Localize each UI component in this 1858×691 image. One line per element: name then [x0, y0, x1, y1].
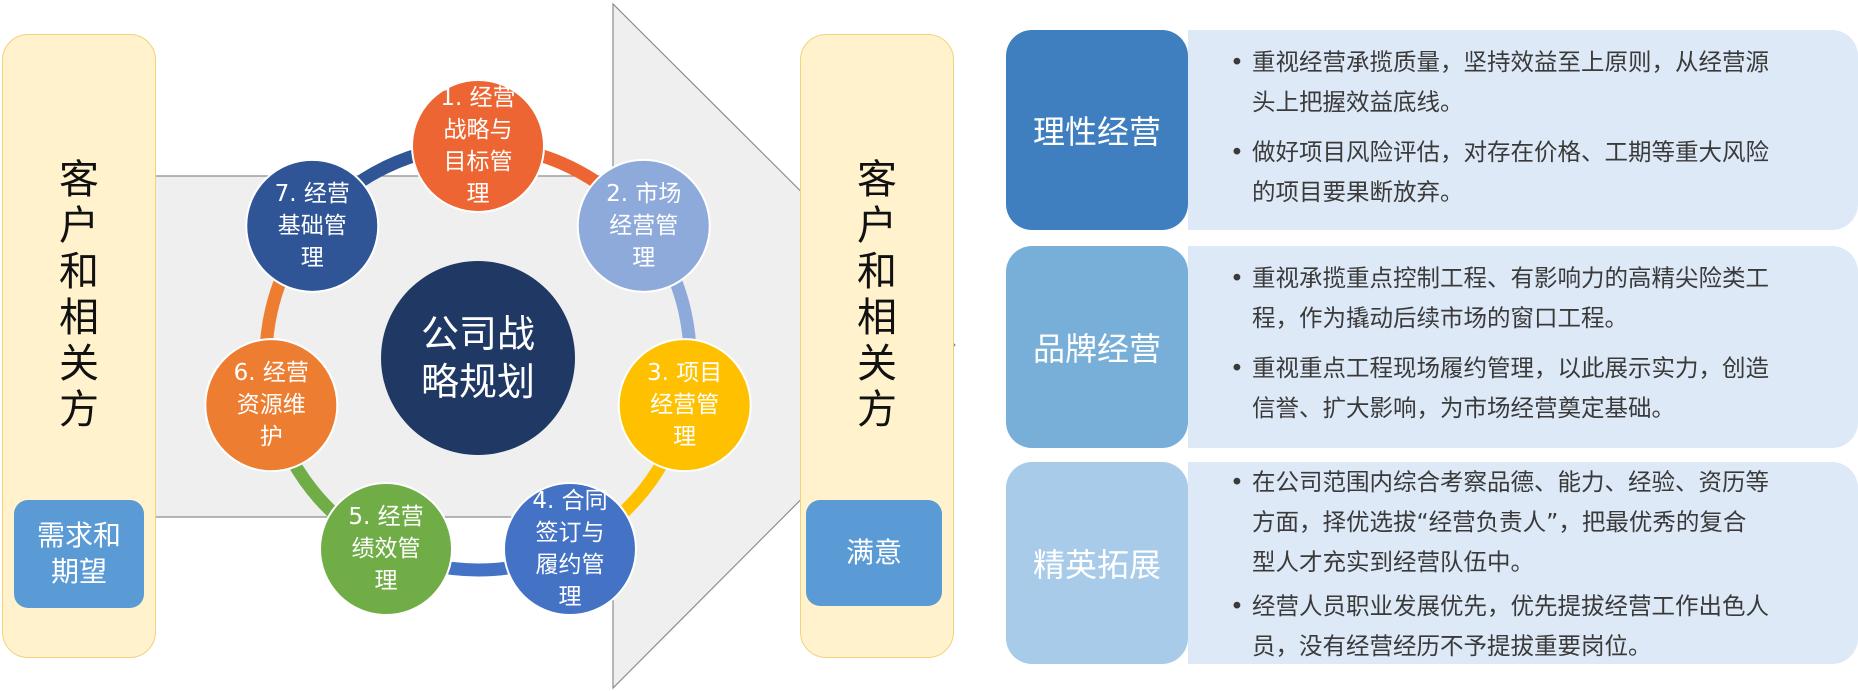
center-circle	[381, 261, 575, 455]
cycle-node-label: 6. 经营资源维护	[233, 360, 309, 451]
category-rational-operation: 理性经营	[1006, 30, 1188, 230]
cycle-node-circle	[617, 338, 752, 473]
cycle-node-label: 3. 项目经营管理	[647, 360, 723, 451]
left-panel-title: 客 户 和 相 关 方	[59, 157, 99, 433]
cycle-node-circle	[319, 482, 454, 617]
cycle-node-circle	[576, 158, 711, 293]
cycle-node-label: 5. 经营绩效管理	[348, 504, 424, 594]
center-strategy-label: 公司战 略规划	[420, 312, 535, 404]
cycle-node-circle	[204, 338, 339, 473]
cycle-node-circle	[245, 158, 380, 293]
cycle-node-label: 7. 经营基础管理	[274, 180, 350, 271]
cycle-node-label: 4. 合同签订与履约管理	[532, 488, 608, 610]
right-panel-title: 客 户 和 相 关 方	[857, 157, 897, 433]
cycle-node-label: 1. 经营战略与目标管理	[440, 85, 516, 207]
needs-expectations-box: 需求和 期望	[14, 500, 144, 608]
category-elite-expansion-description: 在公司范围内综合考察品德、能力、经验、资历等方面，择优选拔“经营负责人”，把最优…	[1188, 462, 1858, 664]
cycle-node-label: 2. 市场经营管理	[606, 180, 682, 271]
cycle-node-circle	[411, 79, 545, 213]
bullet-item: 在公司范围内综合考察品德、能力、经验、资历等方面，择优选拔“经营负责人”，把最优…	[1224, 462, 1858, 582]
category-elite-expansion: 精英拓展	[1006, 462, 1188, 664]
cycle-node-circle	[502, 482, 637, 617]
category-brand-operation: 品牌经营	[1006, 246, 1188, 448]
satisfaction-box: 满意	[806, 500, 942, 606]
